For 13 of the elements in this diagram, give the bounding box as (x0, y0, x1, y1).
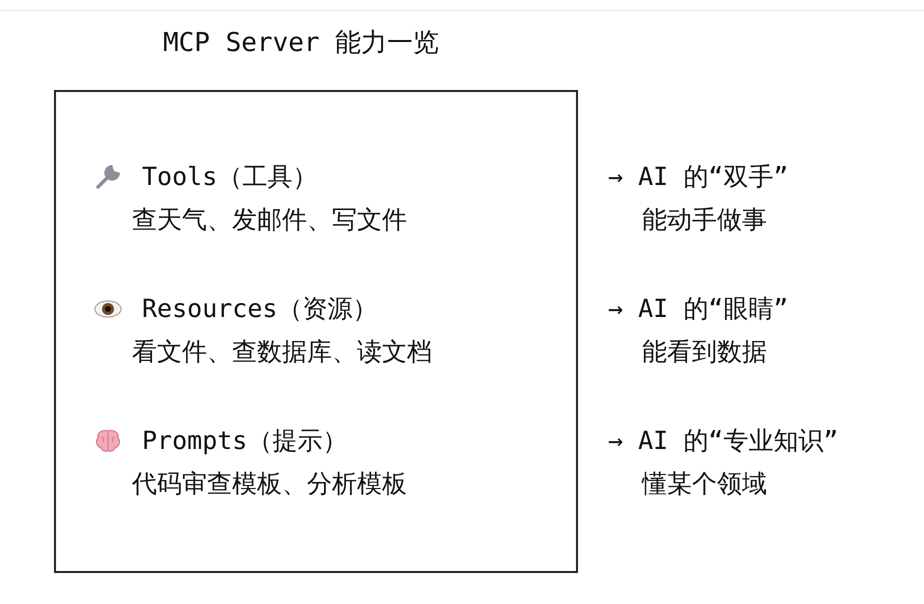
section-description: 查天气、发邮件、写文件 (132, 204, 407, 236)
role-description: 能看到数据 (642, 336, 767, 368)
role-heading: → AI 的“专业知识” (608, 425, 838, 457)
role-description: 能动手做事 (642, 204, 767, 236)
section-description: 看文件、查数据库、读文档 (132, 336, 432, 368)
section-heading: Resources（资源） (142, 293, 378, 325)
role-heading: → AI 的“眼睛” (608, 293, 788, 325)
title: MCP Server 能力一览 (163, 27, 440, 59)
section-heading: Tools（工具） (142, 161, 318, 193)
role-heading: → AI 的“双手” (608, 161, 788, 193)
section-heading: Prompts（提示） (142, 425, 348, 457)
section-description: 代码审查模板、分析模板 (132, 468, 407, 500)
role-description: 懂某个领域 (642, 468, 767, 500)
